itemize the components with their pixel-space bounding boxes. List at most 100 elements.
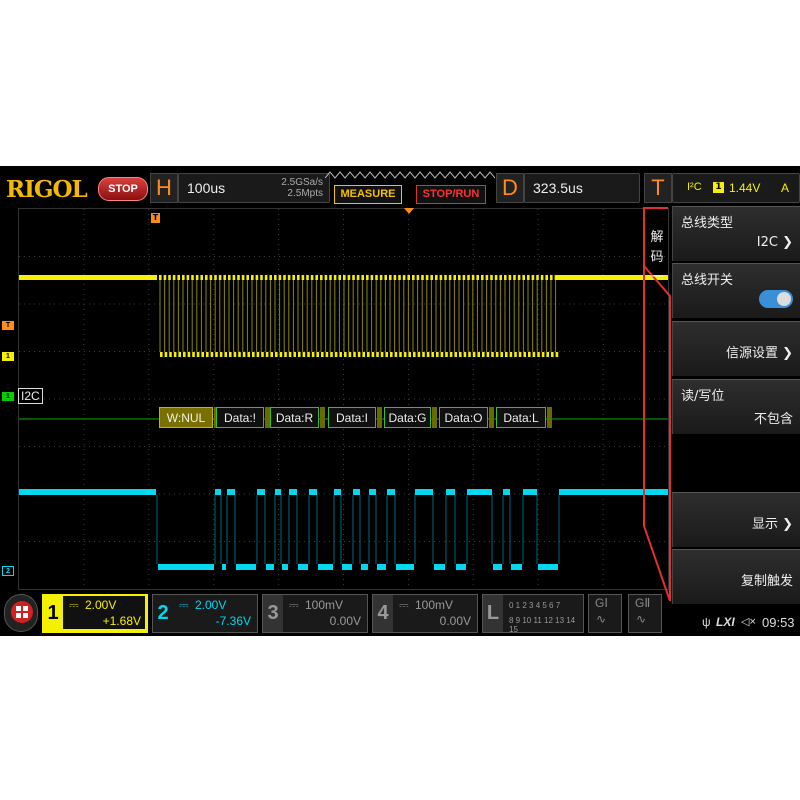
ch1-trace: [209, 275, 213, 280]
ch2-trace: [222, 564, 226, 570]
ch3-box[interactable]: 3 ⎓ 100mV 0.00V: [262, 594, 368, 633]
ch2-trace: [227, 489, 235, 495]
ch1-trace: [357, 352, 361, 357]
chevron-right-icon: ❯: [782, 235, 793, 250]
trigger-source: 1: [713, 182, 724, 193]
ch2-trace: [511, 564, 522, 570]
ch1-trace: [536, 275, 539, 280]
ch1-trace: [182, 275, 185, 280]
ch1-trace: [287, 275, 291, 280]
ch1-marker[interactable]: 1: [2, 352, 14, 361]
home-button[interactable]: [4, 594, 38, 632]
ch3-offset: 0.00V: [329, 614, 361, 628]
speaker-mute-icon[interactable]: ◁×: [741, 616, 756, 628]
ch1-trace: [370, 275, 374, 280]
ch1-trace: [421, 275, 424, 280]
ch1-trace: [173, 352, 177, 357]
menu-copy-trigger[interactable]: 复制触发: [672, 549, 800, 604]
ch1-trace: [343, 275, 346, 280]
ch1-trace: [491, 352, 494, 357]
ch2-trace: [334, 489, 341, 495]
ch1-trace: [302, 352, 306, 357]
ch1-trace: [186, 275, 190, 280]
ch1-trace: [550, 275, 553, 280]
menu-bus-type[interactable]: 总线类型 I2C ❯: [672, 206, 800, 261]
trigger-position-marker[interactable]: T: [151, 213, 160, 223]
ch1-trace: [315, 275, 318, 280]
dc-coupling-icon: ⎓: [179, 598, 189, 612]
menu-display[interactable]: 显示 ❯: [672, 492, 800, 547]
generator-1-box[interactable]: GⅠ ∿: [588, 594, 622, 633]
trigger-box[interactable]: I²C 1 1.44V A: [672, 173, 800, 203]
horizontal-label[interactable]: H: [150, 173, 178, 203]
ch1-trace: [347, 275, 351, 280]
generator-2-box[interactable]: GⅡ ∿: [628, 594, 662, 633]
trigger-label[interactable]: T: [644, 173, 672, 203]
ch1-trace: [413, 352, 416, 357]
ch1-trace: [445, 352, 448, 357]
menu-rw-bit[interactable]: 读/写位 不包含: [672, 379, 800, 434]
ch1-trace: [297, 275, 300, 280]
ch1-trace: [376, 352, 379, 357]
ch1-trace: [513, 275, 516, 280]
ch1-trace: [440, 352, 444, 357]
memory-depth: 2.5Mpts: [287, 188, 323, 199]
ch2-scale: 2.00V: [195, 598, 227, 612]
ch1-trace: [292, 275, 295, 280]
decode-packet-data: Data:G: [384, 407, 431, 428]
ch1-box[interactable]: 1 ⎓ 2.00V +1.68V: [42, 594, 148, 633]
ch1-trace: [310, 275, 314, 280]
logic-box[interactable]: L 0 1 2 3 4 5 6 7 8 9 10 11 12 13 14 15: [482, 594, 584, 634]
ch1-trace: [311, 352, 315, 357]
decode-packet-data: Data:R: [270, 407, 319, 428]
ch1-trace: [316, 352, 319, 357]
ch1-trace: [426, 352, 430, 357]
measure-button[interactable]: MEASURE: [334, 185, 402, 204]
ch2-box[interactable]: 2 ⎓ 2.00V -7.36V: [152, 594, 258, 633]
delay-box[interactable]: 323.5us: [524, 173, 640, 203]
ch1-trace: [324, 275, 328, 280]
ch2-marker[interactable]: 2: [2, 566, 14, 576]
menu-source-settings[interactable]: 信源设置 ❯: [672, 321, 800, 376]
trigger-position-ruler: [325, 171, 495, 179]
ch1-trace: [431, 352, 434, 357]
ch4-box[interactable]: 4 ⎓ 100mV 0.00V: [372, 594, 478, 633]
delay-label[interactable]: D: [496, 173, 524, 203]
ch1-trace: [476, 275, 479, 280]
ch1-trace: [356, 275, 360, 280]
stop-run-button[interactable]: STOP/RUN: [416, 185, 486, 204]
ch1-trace: [500, 352, 503, 357]
menu-bus-switch[interactable]: 总线开关: [672, 263, 800, 318]
run-state-badge[interactable]: STOP: [98, 177, 148, 201]
bus-switch-toggle[interactable]: [759, 290, 793, 308]
ch1-trace: [555, 275, 668, 280]
ch1-scale: 2.00V: [85, 598, 117, 612]
ch1-trace: [187, 352, 191, 357]
ch2-trace: [415, 489, 433, 495]
ch2-trace: [538, 564, 558, 570]
horizontal-box[interactable]: 100us 2.5GSa/s 2.5Mpts: [178, 173, 330, 203]
ch1-trace: [256, 352, 260, 357]
bus-marker[interactable]: 1: [2, 392, 14, 401]
ch1-trace: [412, 275, 415, 280]
trigger-level-marker[interactable]: T: [2, 321, 14, 330]
bus-label: I2C: [18, 388, 43, 404]
ch1-trace: [215, 352, 218, 357]
ch1-trace: [333, 275, 337, 280]
ch1-trace: [339, 352, 342, 357]
ch1-trace: [366, 275, 369, 280]
ch1-trace: [163, 275, 167, 280]
usb-icon: ψ: [702, 615, 711, 629]
ch1-trace: [196, 352, 200, 357]
ch1-trace: [407, 275, 410, 280]
ch1-trace: [545, 275, 548, 280]
ch1-trace: [298, 352, 301, 357]
ch1-trace: [504, 275, 507, 280]
ch1-trace: [485, 275, 489, 280]
ch2-offset: -7.36V: [215, 614, 251, 628]
ch1-trace: [260, 275, 263, 280]
ch2-trace: [266, 564, 274, 570]
ch1-trace: [394, 352, 398, 357]
ch1-trace: [255, 275, 259, 280]
decode-separator: [547, 407, 552, 428]
